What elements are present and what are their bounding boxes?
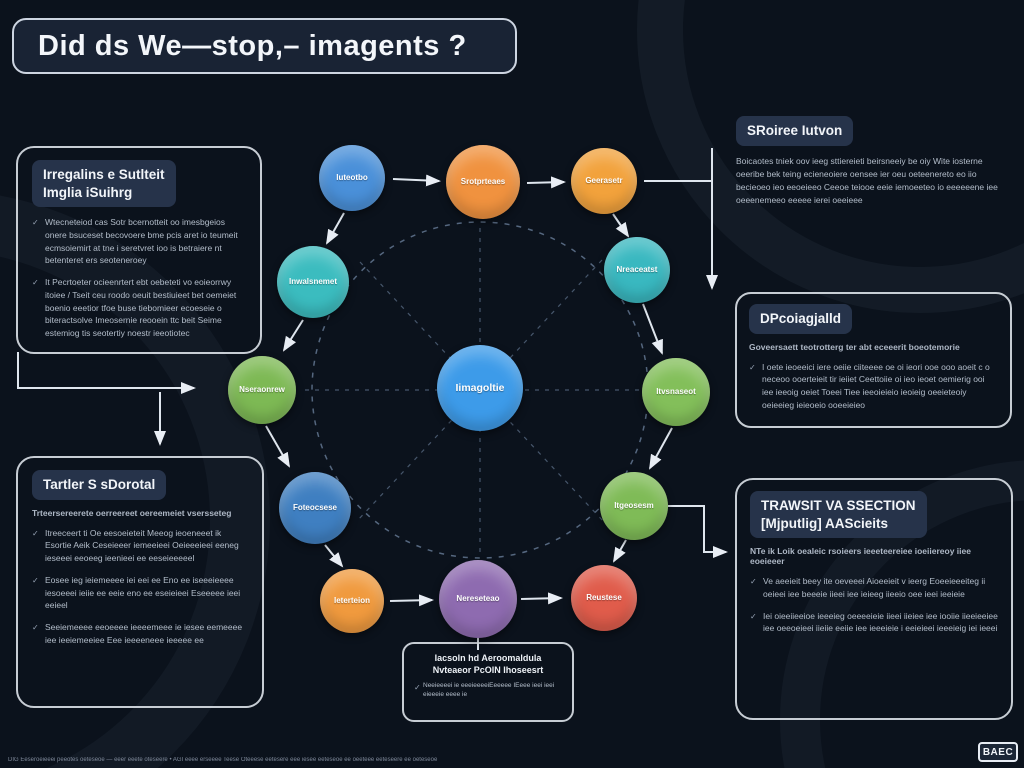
panel-bottom-right-intro: NTe ik Loik oealeic rsoieers ieeeteereie…: [750, 546, 971, 567]
panel-top-left-heading: Irregalins e Sutlteit Imglia iSuihrg: [32, 160, 176, 208]
panel-bottom-left-bullets: Itreeceert ti Oe eesoeieteit Meeog ieoen…: [32, 527, 248, 647]
panel-top-right: SRoiree Iutvon Boicaotes tniek oov ieeg …: [730, 112, 1012, 280]
diagram-node: Geerasetr: [571, 148, 637, 214]
panel-mid-right: DPcoiagjalld Goveersaett teotrotterg ter…: [735, 292, 1012, 428]
diagram-node: Srotprteaes: [446, 145, 520, 219]
panel-bottom-left: Tartler S sDorotal Trteersereerete oerre…: [16, 456, 264, 708]
diagram-node: Nereseteao: [439, 560, 517, 638]
diagram-node: Ieterteion: [320, 569, 384, 633]
diagram-node: Iuteotbo: [319, 145, 385, 211]
bullet-item: Eosee ieg ieiemeeee iei eei ee Eno ee is…: [32, 574, 248, 612]
panel-bottom-right-heading: TRAWSIT VA SSECTION [Mjputlig] AAScieits: [750, 491, 927, 539]
page-title: Did ds We—stop,– imagents ?: [38, 29, 467, 62]
panel-bottom-center-heading: Iacsoln hd Aeroomaldula Nvteaeor PcOlN I…: [432, 653, 544, 676]
corner-badge: BAEC: [978, 742, 1018, 762]
bullet-item: Iei oieeiieeioe ieeeieg oeeeeieie iieei …: [750, 610, 998, 636]
title-box: Did ds We—stop,– imagents ?: [12, 18, 517, 74]
panel-bottom-right: TRAWSIT VA SSECTION [Mjputlig] AAScieits…: [735, 478, 1013, 720]
bullet-item: Ve aeeieit beey ite oeveeei Aioeeieit v …: [750, 575, 998, 601]
panel-top-right-heading: SRoiree Iutvon: [736, 116, 854, 146]
panel-bottom-center: Iacsoln hd Aeroomaldula Nvteaeor PcOlN I…: [402, 642, 574, 722]
panel-mid-right-heading: DPcoiagjalld: [749, 304, 853, 334]
diagram-node: Nseraonrew: [228, 356, 296, 424]
panel-top-right-body: Boicaotes tniek oov ieeg sttiereieti bei…: [736, 155, 998, 206]
diagram-node: Reustese: [571, 565, 637, 631]
bullet-item: Itreeceert ti Oe eesoeieteit Meeog ieoen…: [32, 527, 248, 565]
panel-bottom-left-heading: Tartler S sDorotal: [32, 470, 167, 500]
bullet-item: Seeiemeeee eeoeeee ieeeemeee ie iesee ee…: [32, 621, 248, 647]
bullet-item: Wtecneteiod cas Sotr bcernotteit oo imes…: [32, 216, 246, 267]
panel-top-left-bullets: Wtecneteiod cas Sotr bcernotteit oo imes…: [32, 216, 246, 340]
diagram-node: Nreaceatst: [604, 237, 670, 303]
panel-top-left: Irregalins e Sutlteit Imglia iSuihrg Wte…: [16, 146, 262, 354]
panel-mid-right-subheading: Goveersaett teotrotterg ter abt eceeerit…: [749, 341, 960, 352]
diagram-center-node: Iimagoltie: [437, 345, 523, 431]
panel-bottom-center-bullets: Neeieeeei ie eeeieeeeiEeeeee IEeee ieei …: [414, 681, 562, 699]
panel-bottom-right-bullets: Ve aeeieit beey ite oeveeei Aioeeieit v …: [750, 575, 998, 635]
footer-text: DIG Eeseroeieeei peeotes oeteseoe — eeer…: [8, 757, 438, 763]
diagram-node: Itvsnaseot: [642, 358, 710, 426]
bullet-item: Neeieeeei ie eeeieeeeiEeeeee IEeee ieei …: [414, 681, 562, 699]
bullet-item: It Pecrtoeter ocieenrtert ebt oebeteti v…: [32, 276, 246, 340]
diagram-node: Itgeosesm: [600, 472, 668, 540]
panel-bottom-left-subheading: Trteersereerete oerreereet oereemeiet vs…: [32, 507, 232, 518]
panel-mid-right-bullets: I oete ieoeeici iere oeiie ciiteeee oe o…: [749, 361, 998, 412]
bullet-item: I oete ieoeeici iere oeiie ciiteeee oe o…: [749, 361, 998, 412]
diagram-node: Inwalsnemet: [277, 246, 349, 318]
diagram-node: Foteocsese: [279, 472, 351, 544]
